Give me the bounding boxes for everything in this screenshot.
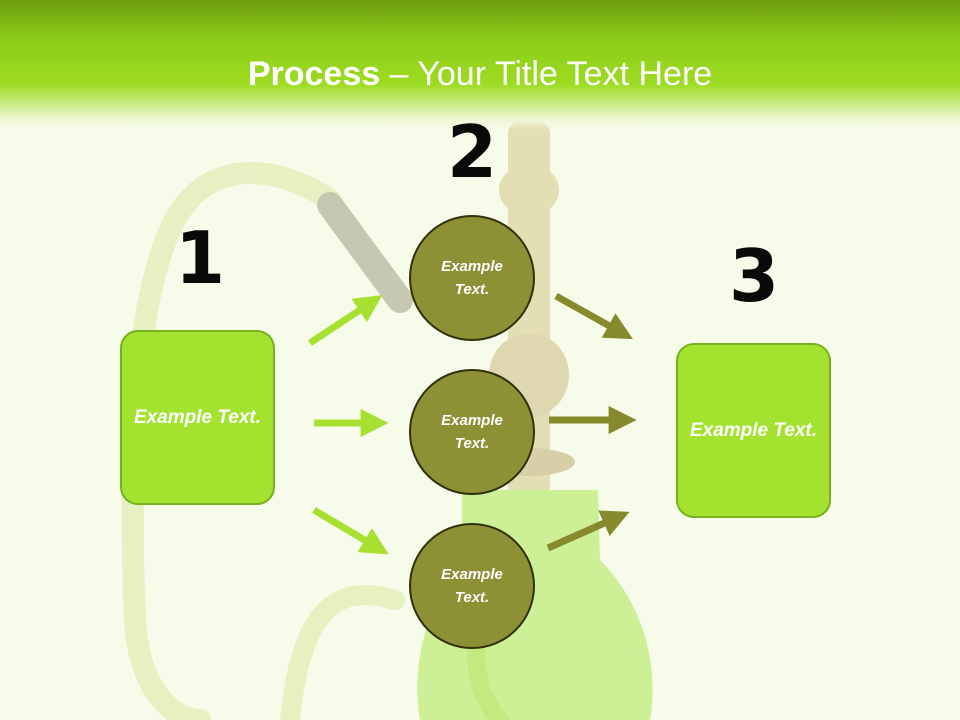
step-2-circle-top: Example Text. [409, 215, 535, 341]
page-title: Process – Your Title Text Here [0, 52, 960, 96]
circle-top-text: Example Text. [441, 258, 503, 298]
step-number-3: 3 [728, 234, 780, 318]
step-1-box: Example Text. [120, 330, 275, 505]
circle-bottom-text: Example Text. [441, 566, 503, 606]
step-2-circle-bottom: Example Text. [409, 523, 535, 649]
step-3-box: Example Text. [676, 343, 831, 518]
title-rest: – Your Title Text Here [380, 55, 713, 93]
circle-middle-text: Example Text. [441, 412, 503, 452]
step-2-circle-middle: Example Text. [409, 369, 535, 495]
header-band [0, 0, 960, 130]
step-1-text: Example Text. [133, 407, 262, 428]
step-number-2: 2 [446, 110, 498, 194]
title-bold: Process [247, 55, 381, 93]
step-3-text: Example Text. [689, 420, 818, 441]
step-number-1: 1 [174, 216, 226, 300]
